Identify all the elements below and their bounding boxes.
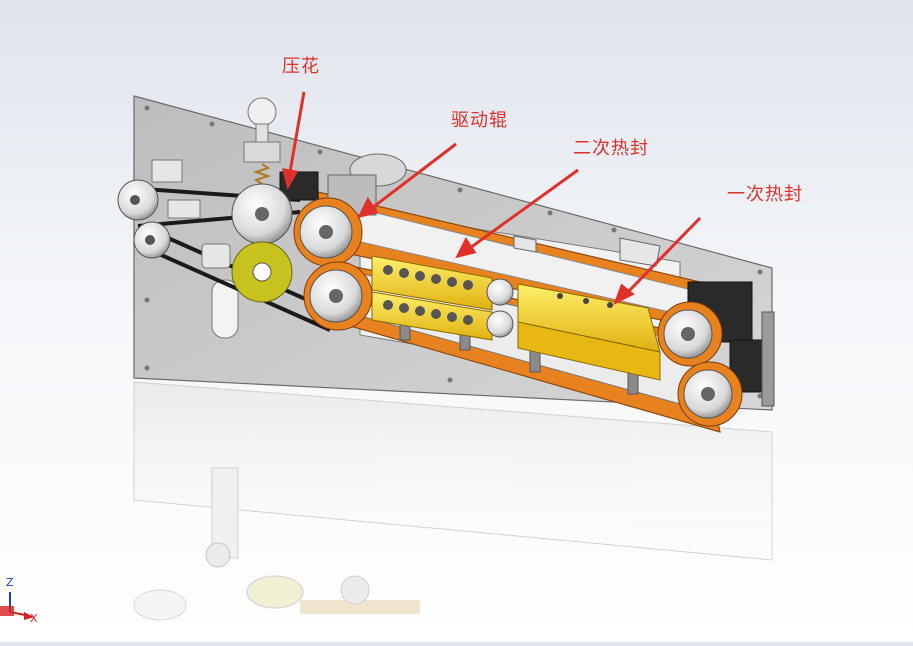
callout-second-heat-seal: 二次热封 — [573, 138, 649, 159]
first-heat-seal-block — [517, 283, 661, 381]
floor-reflection — [133, 381, 773, 621]
triad-x-label: X — [30, 612, 38, 625]
adjust-slot — [211, 279, 239, 339]
callout-first-heat-seal: 一次热封 — [727, 184, 803, 205]
callout-embossing: 压花 — [282, 56, 320, 77]
callout-arrows — [281, 91, 702, 306]
triad-z-label: Z — [6, 576, 14, 589]
top-bracket — [513, 235, 661, 267]
left-idlers — [117, 159, 201, 259]
drive-rollers — [293, 197, 373, 331]
pinch-rollers — [486, 278, 514, 338]
second-heat-seal-block — [371, 255, 493, 341]
orientation-triad — [0, 592, 34, 620]
callout-drive-roller: 驱动辊 — [451, 110, 508, 131]
embossing-unit — [201, 97, 319, 303]
right-end-assembly — [657, 281, 775, 427]
